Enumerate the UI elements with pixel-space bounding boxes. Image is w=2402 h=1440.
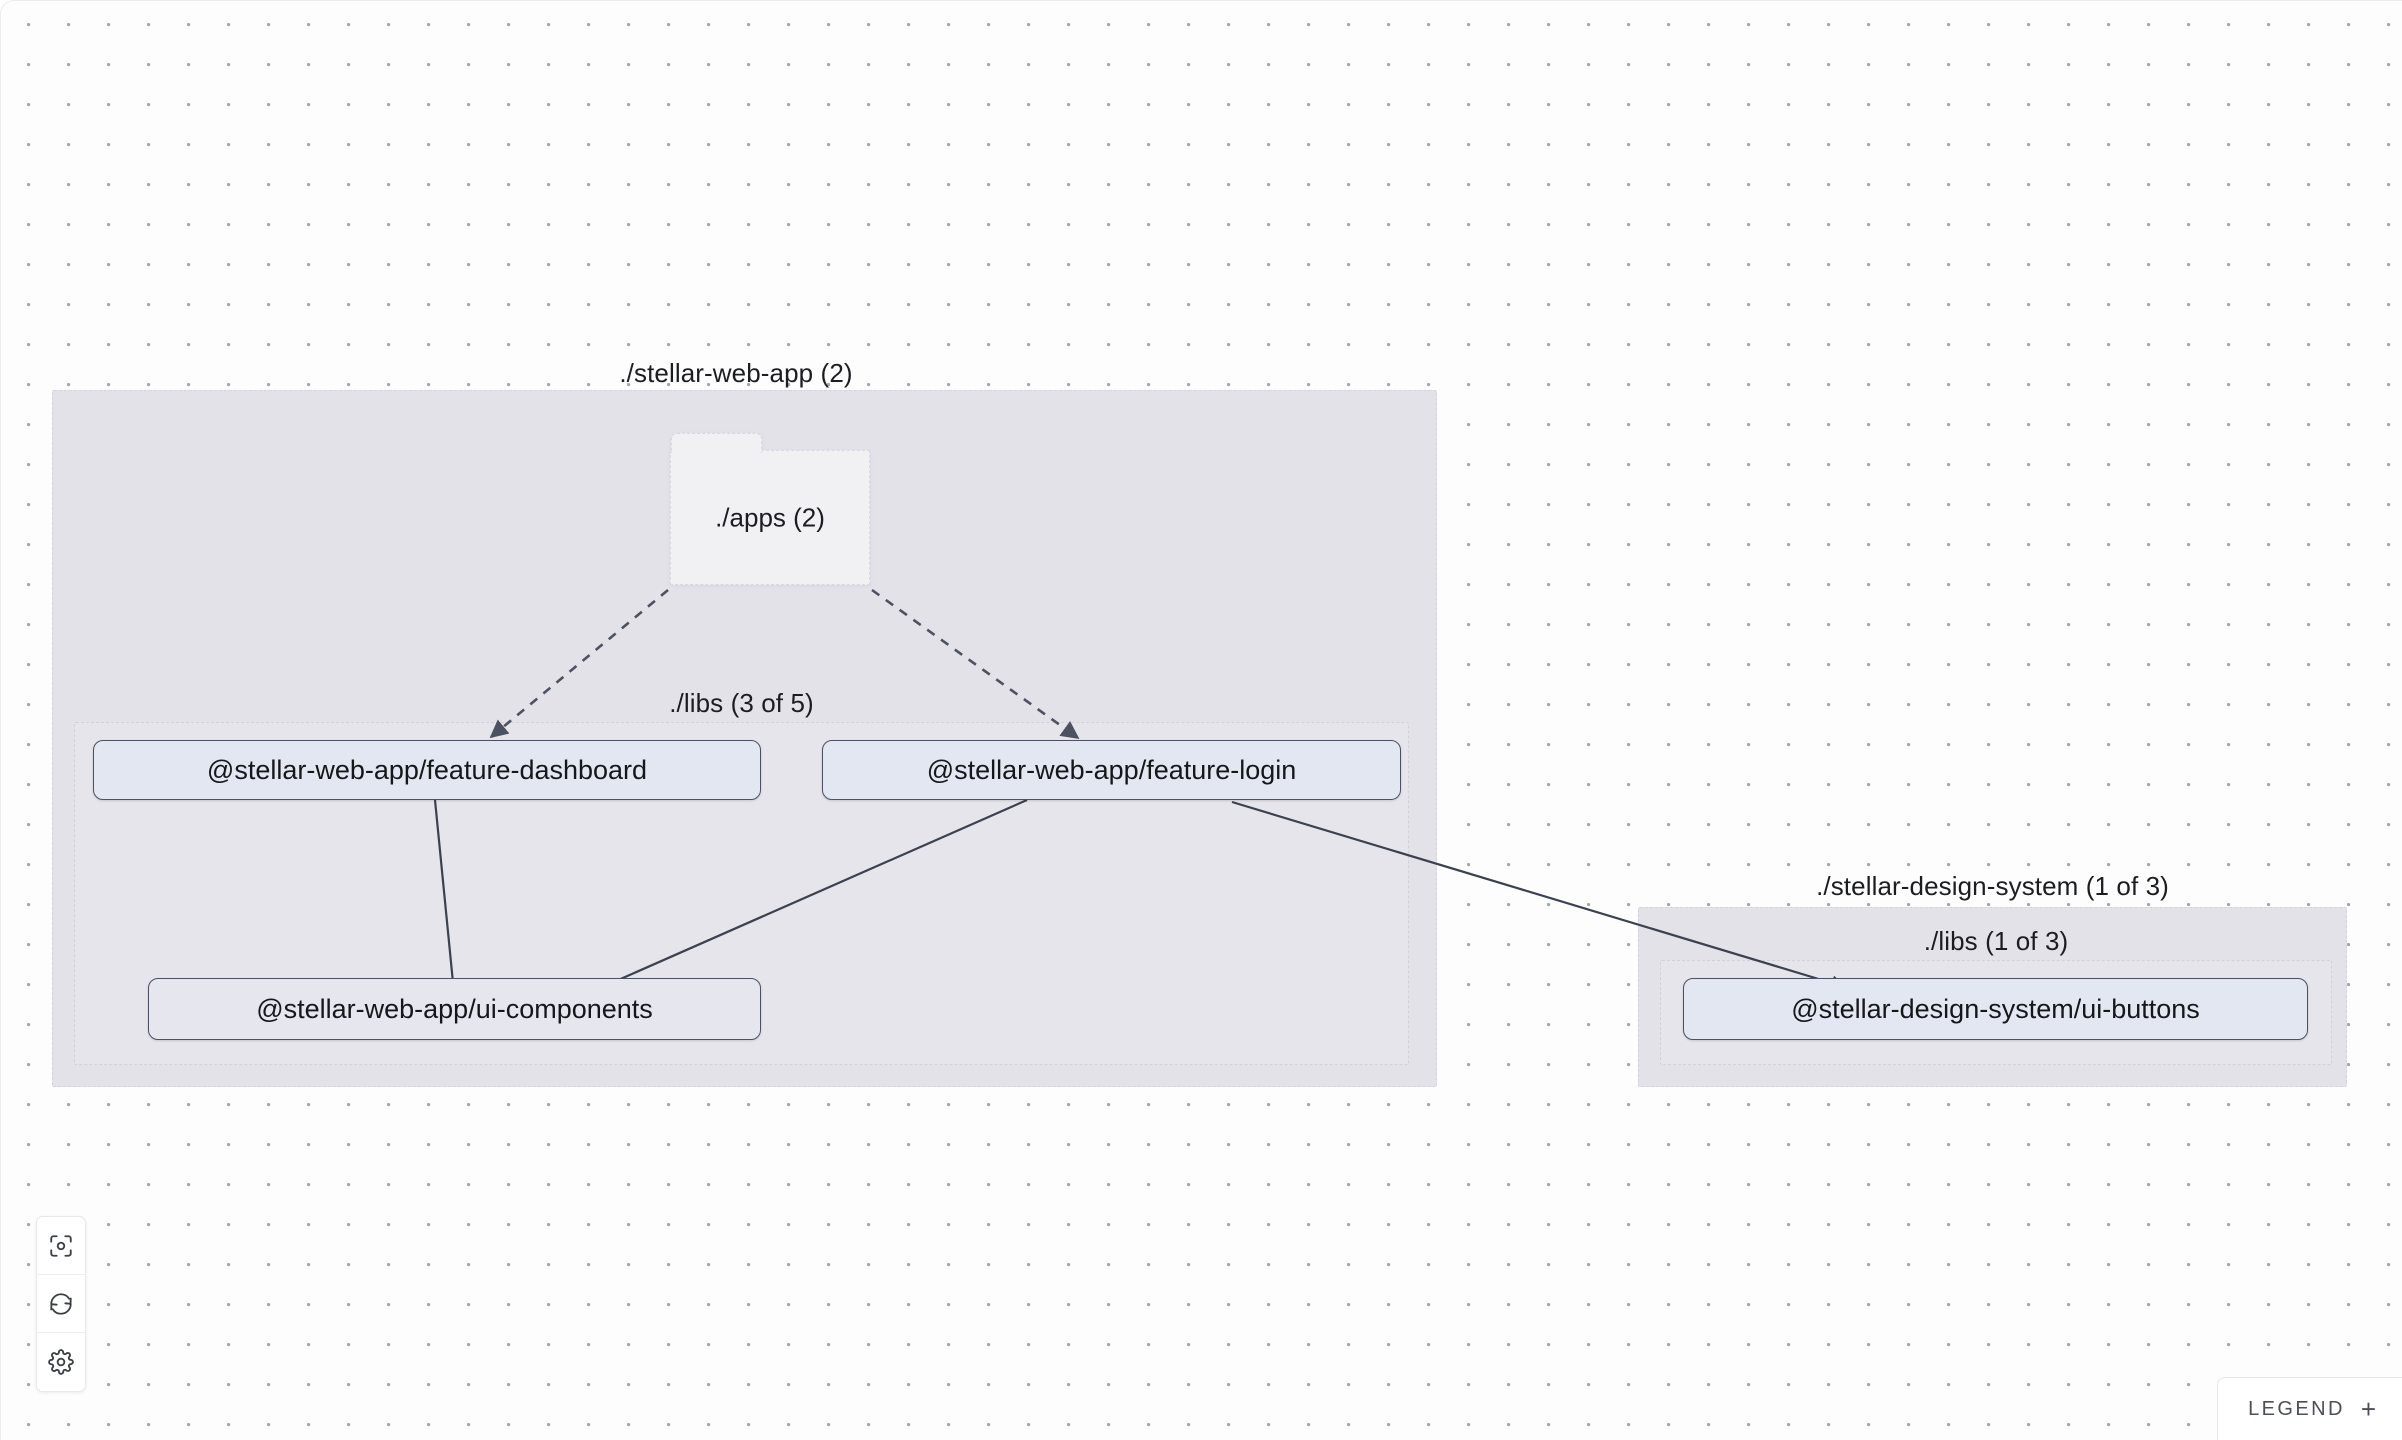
folder-apps[interactable]: ./apps (2) xyxy=(670,433,870,585)
focus-graph-button[interactable] xyxy=(37,1217,85,1275)
legend-label: LEGEND xyxy=(2248,1397,2345,1420)
group-label-web-app-libs: ./libs (3 of 5) xyxy=(669,688,814,718)
node-feature-dashboard[interactable]: @stellar-web-app/feature-dashboard xyxy=(93,740,761,800)
node-ui-components[interactable]: @stellar-web-app/ui-components xyxy=(148,978,761,1040)
group-label-stellar-design-system: ./stellar-design-system (1 of 3) xyxy=(1816,871,2169,901)
node-label: @stellar-web-app/ui-components xyxy=(256,993,653,1024)
legend-toggle[interactable]: LEGEND + xyxy=(2217,1377,2402,1440)
node-label: @stellar-web-app/feature-dashboard xyxy=(206,754,648,785)
node-label: @stellar-web-app/feature-login xyxy=(926,754,1297,785)
folder-tab xyxy=(671,433,763,453)
node-feature-login[interactable]: @stellar-web-app/feature-login xyxy=(822,740,1401,800)
folder-apps-label: ./apps (2) xyxy=(715,502,825,532)
focus-icon xyxy=(48,1233,74,1259)
refresh-icon xyxy=(48,1291,74,1317)
gear-icon xyxy=(48,1349,74,1375)
group-label-stellar-web-app: ./stellar-web-app (2) xyxy=(619,358,853,388)
group-label-design-system-libs: ./libs (1 of 3) xyxy=(1923,926,2069,956)
refresh-graph-button[interactable] xyxy=(37,1275,85,1333)
graph-settings-button[interactable] xyxy=(37,1333,85,1391)
plus-icon: + xyxy=(2360,1394,2376,1424)
graph-controls xyxy=(36,1216,86,1392)
node-label: @stellar-design-system/ui-buttons xyxy=(1791,993,2200,1024)
node-ui-buttons[interactable]: @stellar-design-system/ui-buttons xyxy=(1683,978,2308,1040)
